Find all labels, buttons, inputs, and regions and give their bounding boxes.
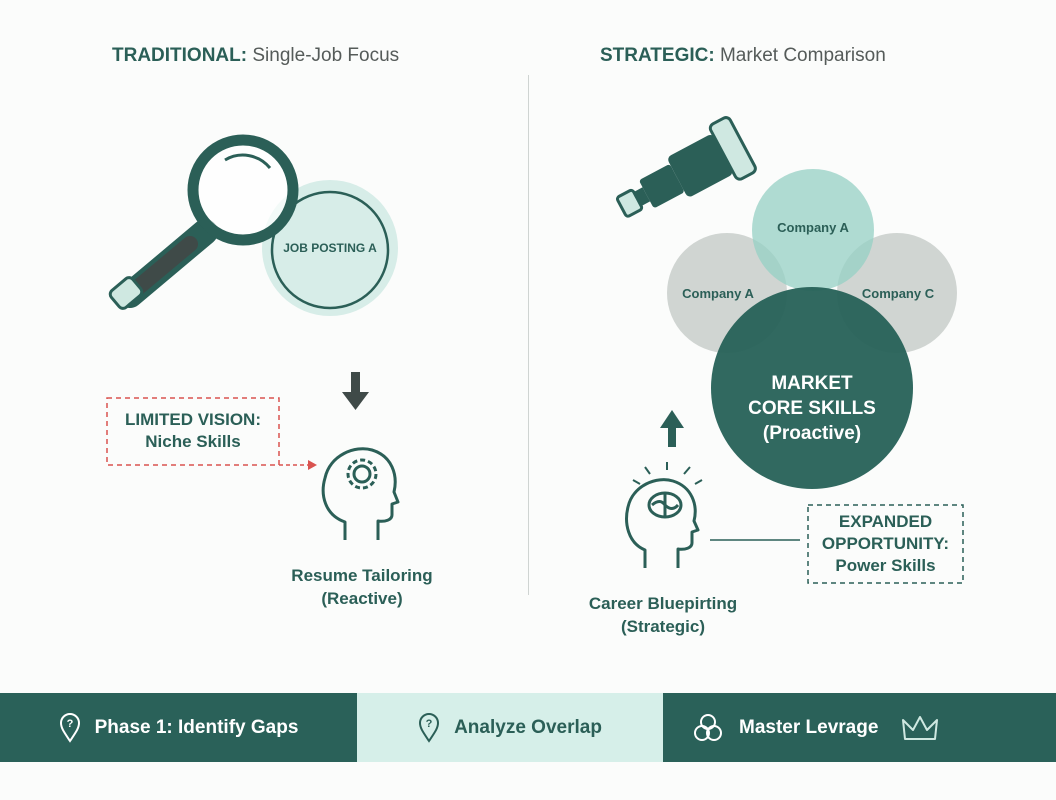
magnifier-icon [108, 134, 299, 310]
overlap-circles-icon [694, 713, 722, 741]
job-posting-label: JOB POSTING A [283, 241, 377, 255]
career-blueprinting-caption: Career Bluepirting(Strategic) [588, 594, 738, 636]
expanded-opportunity-box-border [807, 504, 964, 584]
company-a-left-label: Company A [682, 286, 754, 301]
left-panel-title: TRADITIONAL: Single-Job Focus [112, 45, 400, 66]
phase-label: Phase 1: Identify Gaps [94, 716, 299, 738]
resume-tailoring-caption: Resume Tailoring(Reactive) [291, 566, 433, 608]
company-a-top-circle [752, 169, 874, 291]
head-brain-icon [625, 462, 703, 568]
panel-divider [528, 75, 529, 595]
company-c-label: Company C [861, 286, 935, 301]
crown-icon [902, 715, 939, 740]
dashed-arrow-icon [279, 460, 317, 470]
arrow-up-icon [660, 410, 684, 447]
company-a-top-label: Company A [777, 220, 849, 235]
phase-identify-gaps[interactable]: ? Phase 1: Identify Gaps [0, 693, 357, 762]
phase-analyze-overlap[interactable]: ? Analyze Overlap [357, 693, 663, 762]
location-question-icon: ? [59, 712, 80, 743]
phase-label: Analyze Overlap [454, 716, 602, 738]
phase-label: Master Levrage [739, 716, 879, 738]
svg-text:?: ? [426, 718, 433, 730]
svg-text:?: ? [66, 718, 73, 730]
market-core-circle [711, 287, 913, 489]
phase-master-leverage[interactable]: Master Levrage [663, 693, 1056, 762]
telescope-icon [615, 116, 757, 218]
location-question-icon: ? [419, 712, 440, 743]
arrow-down-icon [342, 372, 369, 410]
venn-diagram [667, 169, 957, 489]
right-panel-title: STRATEGIC: Market Comparison [600, 45, 886, 66]
limited-vision-box-border [106, 397, 280, 466]
job-posting-circle [262, 180, 398, 316]
limited-vision-callout: LIMITED VISION:Niche Skills [125, 410, 261, 451]
head-gear-icon [321, 447, 400, 540]
